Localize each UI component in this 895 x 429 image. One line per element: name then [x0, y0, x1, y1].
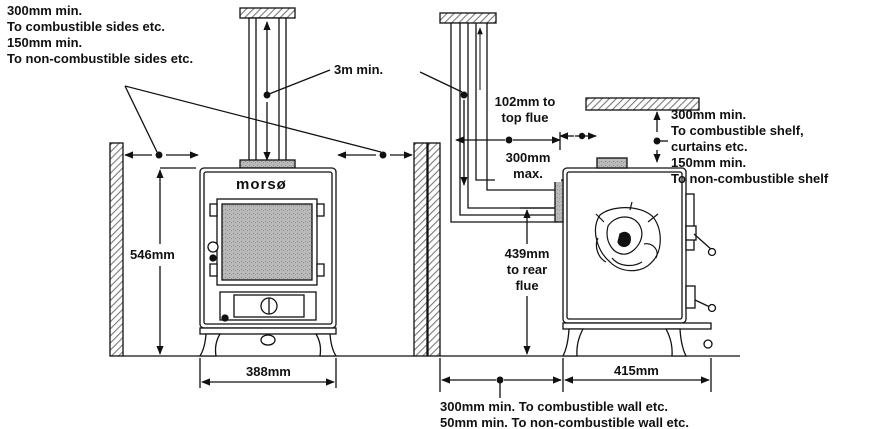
shelf-line3: curtains etc. — [671, 139, 748, 154]
flue-offset-line1: 300mm — [505, 150, 551, 165]
depth-label: 415mm — [612, 363, 661, 379]
height-label: 546mm — [130, 247, 175, 262]
squirrel-relief — [595, 201, 661, 272]
rear-wall-clearance-note: 300mm min. To combustible wall etc. 50mm… — [440, 399, 689, 429]
brand-logo: morsø — [236, 176, 287, 193]
side-clearance-line1: 300mm min. — [7, 3, 83, 18]
rear-flue-line1: 439mm — [504, 246, 550, 261]
top-flue-line2: top flue — [501, 110, 549, 125]
flue-offset-label: 300mm max. — [495, 150, 561, 182]
flue-length-label: 3m min. — [334, 62, 384, 77]
front-view — [109, 7, 428, 388]
side-view — [419, 12, 740, 398]
rear-flue-line3: flue — [515, 278, 539, 293]
side-clearance-line3: 150mm min. — [7, 35, 83, 50]
top-flue-line1: 102mm to — [494, 94, 556, 109]
shelf-line4: 150mm min. — [671, 155, 747, 170]
left-side-wall — [109, 142, 124, 357]
rear-wall — [427, 142, 441, 357]
rear-wall-line1: 300mm min. To combustible wall etc. — [440, 399, 669, 414]
side-flue-cap — [439, 12, 497, 24]
top-flue-label: 102mm to top flue — [490, 94, 560, 126]
rear-flue-label: 439mm to rear flue — [500, 246, 554, 294]
rear-wall-line2: 50mm min. To non-combustible wall etc. — [440, 415, 689, 429]
side-clearance-line2: To combustible sides etc. — [7, 19, 165, 34]
stove-window — [221, 203, 313, 281]
right-side-wall-front — [413, 142, 428, 357]
flue-offset-line2: max. — [513, 166, 543, 181]
shelf-line2: To combustible shelf, — [671, 123, 804, 138]
shelf-line1: 300mm min. — [671, 107, 747, 122]
side-clearance-note: 300mm min. To combustible sides etc. 150… — [7, 3, 193, 67]
shelf-clearance-note: 300mm min. To combustible shelf, curtain… — [671, 107, 828, 187]
shelf-line5: To non-combustible shelf — [671, 171, 829, 186]
width-label: 388mm — [244, 364, 293, 380]
rear-flue-line2: to rear — [506, 262, 548, 277]
flue-cap — [239, 7, 296, 19]
side-clearance-line4: To non-combustible sides etc. — [7, 51, 194, 66]
shelf — [585, 97, 700, 111]
